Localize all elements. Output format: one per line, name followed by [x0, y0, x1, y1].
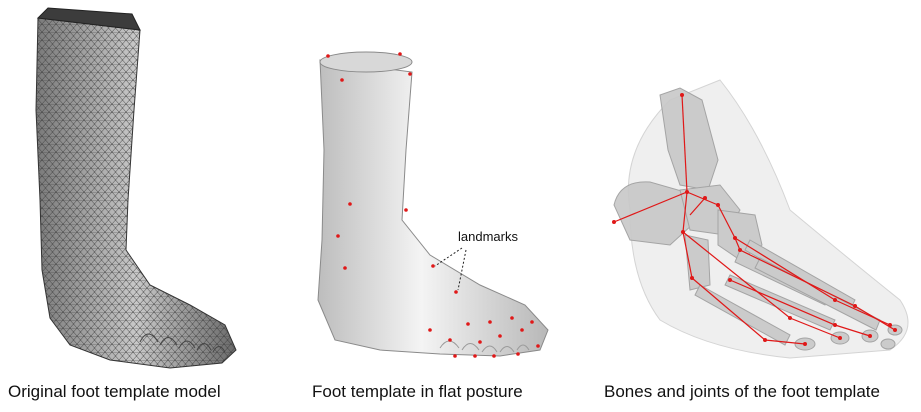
flat-foot-image	[290, 0, 590, 380]
panel-bones-joints: Bones and joints of the foot template	[590, 0, 921, 412]
landmarks-annotation: landmarks	[458, 229, 518, 244]
caption-original-model: Original foot template model	[8, 382, 221, 402]
caption-flat-posture: Foot template in flat posture	[312, 382, 523, 402]
mesh-foot-shape	[36, 8, 236, 368]
flat-foot-shape	[318, 52, 548, 356]
mesh-foot-image	[0, 0, 290, 380]
panel-original-model: Original foot template model	[0, 0, 290, 412]
skeleton-image	[590, 0, 921, 380]
caption-bones-joints: Bones and joints of the foot template	[604, 382, 880, 402]
panel-flat-posture: landmarks Foot template in flat posture	[290, 0, 590, 412]
